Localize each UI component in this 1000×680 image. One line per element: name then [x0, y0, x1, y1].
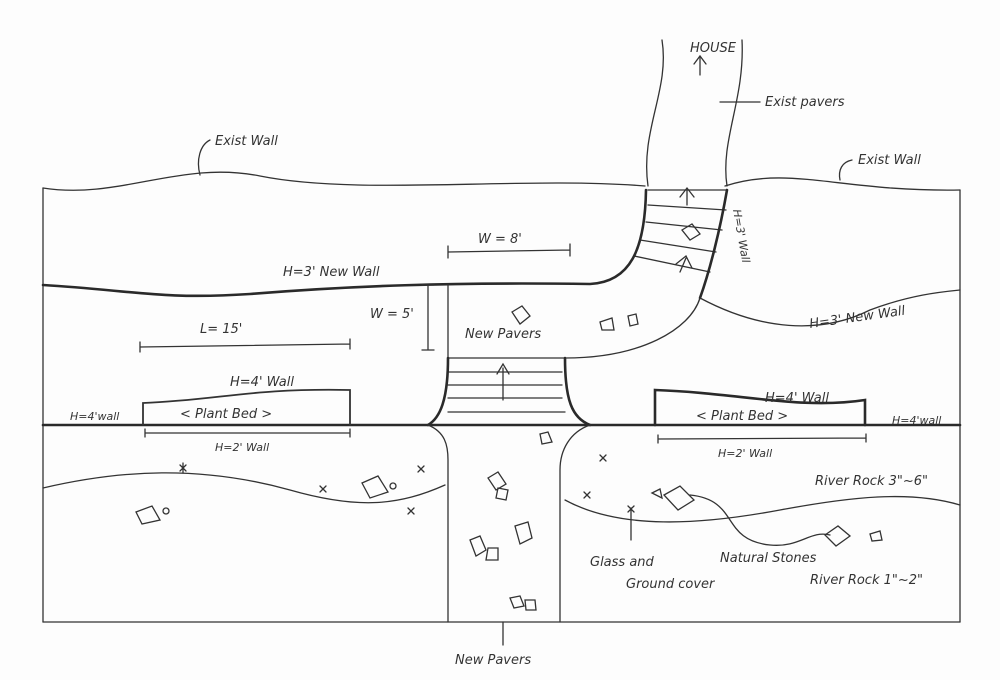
label-river-rock-large: River Rock 3"~6" — [815, 474, 928, 489]
walkway-left-edge — [427, 424, 449, 623]
exist-wall-right — [724, 177, 961, 191]
label-h2-wall-right: H=2' Wall — [718, 447, 772, 460]
label-exist-wall-left: Exist Wall — [215, 134, 278, 149]
river-rock-boundary-right — [564, 495, 961, 523]
label-new-pavers-bottom: New Pavers — [455, 653, 531, 668]
label-h4-wall-left-bed: H=4' Wall — [230, 375, 294, 390]
arrow-to-house — [693, 54, 707, 76]
label-w5: W = 5' — [370, 307, 414, 322]
dim-w5 — [421, 284, 435, 351]
label-new-wall-right: H=3' New Wall — [808, 304, 906, 332]
step-arrow — [675, 186, 695, 273]
stones — [135, 223, 883, 611]
new-pavers-curve — [564, 297, 701, 359]
stair-wall-right — [563, 356, 592, 427]
label-exist-wall-right: Exist Wall — [858, 153, 921, 168]
walkway-right-edge — [559, 424, 591, 623]
exist-wall-left — [42, 171, 646, 191]
stair-arrow — [496, 362, 510, 401]
label-river-rock-small: River Rock 1"~2" — [810, 573, 923, 588]
label-w8: W = 8' — [478, 232, 522, 247]
stair-wall-left — [426, 356, 450, 427]
label-natural-stones: Natural Stones — [720, 551, 817, 566]
exist-path-left-edge — [646, 39, 664, 187]
label-new-pavers-center: New Pavers — [465, 327, 541, 342]
label-h4-wall-right: H=4'wall — [892, 414, 941, 427]
dim-h2-left — [144, 428, 351, 438]
new-wall-right — [699, 289, 961, 327]
leader-exist-wall-left — [197, 139, 211, 176]
label-l15: L= 15' — [200, 322, 242, 337]
dim-w8 — [447, 243, 571, 259]
plant-symbols — [179, 454, 635, 541]
dim-l15 — [139, 338, 351, 353]
exist-path-right-edge — [725, 39, 743, 187]
label-glass-ground-2: Ground cover — [626, 577, 716, 592]
label-plant-bed-left: < Plant Bed > — [180, 407, 272, 422]
leader-natural-stones — [689, 494, 831, 546]
label-house: HOUSE — [690, 41, 737, 56]
label-plant-bed-right: < Plant Bed > — [696, 409, 788, 424]
label-exist-pavers: Exist pavers — [765, 95, 845, 110]
river-rock-boundary-left — [42, 472, 446, 504]
new-wall-left — [41, 188, 648, 298]
leader-exist-wall-right — [838, 159, 853, 181]
stair-lines — [447, 371, 566, 413]
label-h4-wall-right-bed: H=4' Wall — [765, 391, 829, 406]
label-h4-wall-left: H=4'wall — [70, 410, 119, 423]
label-h3-wall-vertical: H=3' Wall — [730, 208, 752, 264]
dim-h2-right — [657, 433, 867, 444]
plant-bed-left — [142, 388, 351, 426]
label-new-wall-left: H=3' New Wall — [283, 265, 380, 280]
new-wall-right-vertical — [698, 188, 729, 300]
label-h2-wall-left: H=2' Wall — [215, 441, 269, 454]
plant-bed-right — [653, 388, 867, 427]
label-glass-ground-1: Glass and — [590, 555, 655, 570]
